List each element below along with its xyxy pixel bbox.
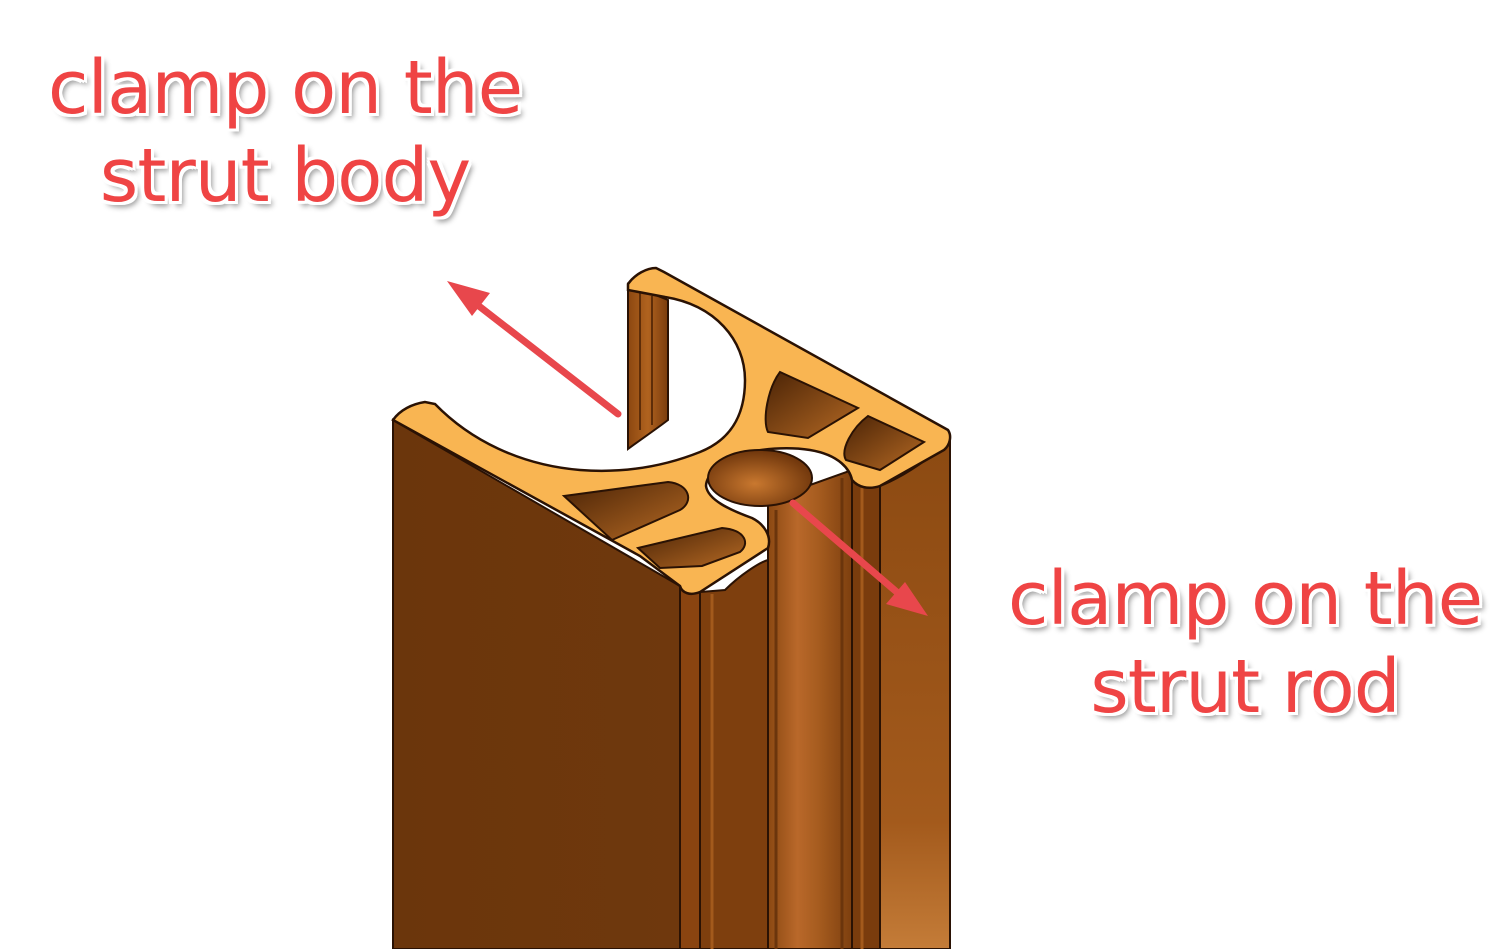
- arrow-up-left-icon: [447, 281, 622, 418]
- annotation-strut-rod-line1: clamp on the: [1007, 556, 1483, 642]
- annotation-strut-rod-line2: strut rod: [1090, 644, 1400, 730]
- strut-front-face: [392, 418, 681, 949]
- arrow-down-right-icon: [789, 499, 928, 616]
- annotation-strut-body: clamp on the strut body: [35, 44, 535, 220]
- cell-left-upper: [561, 480, 690, 542]
- cell-right-lower: [843, 414, 927, 472]
- strut-top-face: [391, 266, 952, 595]
- cell-left-lower: [635, 526, 747, 570]
- strut-back-wall: [627, 282, 669, 451]
- annotation-strut-rod: clamp on the strut rod: [995, 555, 1495, 731]
- strut-rod: [767, 468, 853, 949]
- annotation-strut-body-line1: clamp on the: [47, 45, 523, 131]
- rod-bore: [707, 449, 813, 507]
- annotation-strut-body-line2: strut body: [99, 133, 471, 219]
- cell-right-upper: [764, 370, 861, 440]
- strut-front-channel: [679, 558, 769, 949]
- strut-right-face: [851, 437, 951, 949]
